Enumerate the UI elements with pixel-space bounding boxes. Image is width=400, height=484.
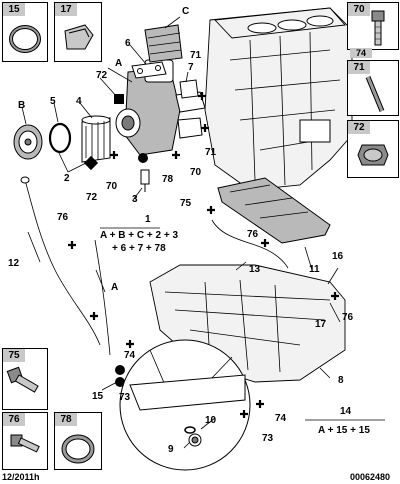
callout-11: 11 (309, 264, 320, 275)
footer-reference: 00062480 (350, 472, 391, 482)
inset-15: 15 (2, 2, 48, 62)
callout-73-right: 73 (262, 433, 274, 444)
formula-1-line1: A + B + C + 2 + 3 (100, 230, 178, 241)
inset-72: 72 (347, 120, 399, 178)
callout-70-right: 70 (190, 167, 202, 178)
leader-lines (21, 16, 385, 449)
inset-17-number: 17 (55, 3, 77, 16)
callout-72-bottom: 72 (86, 192, 98, 203)
formula-14: A + 15 + 15 (318, 425, 370, 436)
inset-72-number: 72 (348, 121, 370, 134)
callout-13: 13 (249, 264, 261, 275)
spring-clip-icon (64, 24, 94, 50)
inset-74-number: 74 (350, 48, 372, 58)
callout-74-left: 74 (124, 350, 136, 361)
engine-block (204, 7, 353, 191)
callout-73-left: 73 (119, 392, 131, 403)
washer-10 (184, 426, 196, 434)
callout-15: 15 (92, 391, 104, 402)
callout-78: 78 (162, 174, 174, 185)
callout-a-mid: A (111, 282, 118, 293)
inset-75: 75 (2, 348, 48, 410)
callout-74-right: 74 (275, 413, 287, 424)
filter-element-4 (81, 115, 111, 163)
plus-markers (68, 92, 339, 418)
formula-1-line2: + 6 + 7 + 78 (112, 243, 166, 254)
filter-cap-b (13, 124, 43, 160)
pressure-sender-3 (140, 169, 150, 192)
callout-4: 4 (76, 96, 82, 107)
callout-76-mid: 76 (247, 229, 259, 240)
drain-plug-icon (357, 144, 389, 166)
callout-10: 10 (205, 415, 217, 426)
callout-17: 17 (315, 319, 327, 330)
inset-17: 17 (54, 2, 102, 62)
o-ring-seal-icon (9, 25, 41, 53)
callout-c: C (182, 6, 189, 17)
o-ring-5 (48, 122, 72, 154)
callout-1: 1 (145, 214, 151, 225)
inset-75-number: 75 (3, 349, 25, 362)
oil-filter-housing (115, 59, 206, 156)
inset-70: 70 (347, 2, 399, 50)
inset-76-number: 76 (3, 413, 25, 426)
inset-70-number: 70 (348, 3, 370, 16)
callout-70-left: 70 (106, 181, 118, 192)
inset-15-number: 15 (3, 3, 25, 16)
washer-seal-icon (61, 434, 95, 464)
drain-plug-9 (188, 433, 202, 447)
callout-7: 7 (188, 62, 194, 73)
callout-6: 6 (125, 38, 131, 49)
callout-76-right: 76 (342, 312, 354, 323)
stud-icon (365, 76, 385, 112)
callout-12: 12 (8, 258, 20, 269)
callout-71-top: 71 (190, 50, 202, 61)
callout-16: 16 (332, 251, 344, 262)
callout-b: B (18, 100, 25, 111)
callout-a-top: A (115, 58, 122, 69)
hex-bolt-icon (371, 10, 385, 46)
callout-5: 5 (50, 96, 56, 107)
gasket-6 (131, 61, 167, 79)
callout-2: 2 (64, 173, 70, 184)
inset-71: 71 (347, 60, 399, 116)
callout-3: 3 (132, 194, 138, 205)
callout-72-top: 72 (96, 70, 108, 81)
gasket-7 (179, 79, 199, 99)
oil-pickup-13 (211, 219, 289, 269)
footer-date: 12/2011h (2, 472, 40, 482)
dipstick-tube (20, 176, 111, 356)
callout-14: 14 (340, 406, 352, 417)
callout-75: 75 (180, 198, 192, 209)
inset-71-number: 71 (348, 61, 370, 74)
hex-bolt-icon (6, 366, 39, 393)
inset-78: 78 (54, 412, 102, 470)
oil-cooler-c (144, 24, 183, 63)
inset-78-number: 78 (55, 413, 77, 426)
callout-9: 9 (168, 444, 174, 455)
oil-baffle-11 (217, 177, 331, 244)
callout-8: 8 (338, 375, 344, 386)
hex-bolt-short-icon (10, 434, 40, 453)
callout-76-left: 76 (57, 212, 69, 223)
callout-71-mid: 71 (205, 147, 217, 158)
inset-76: 76 (2, 412, 48, 470)
